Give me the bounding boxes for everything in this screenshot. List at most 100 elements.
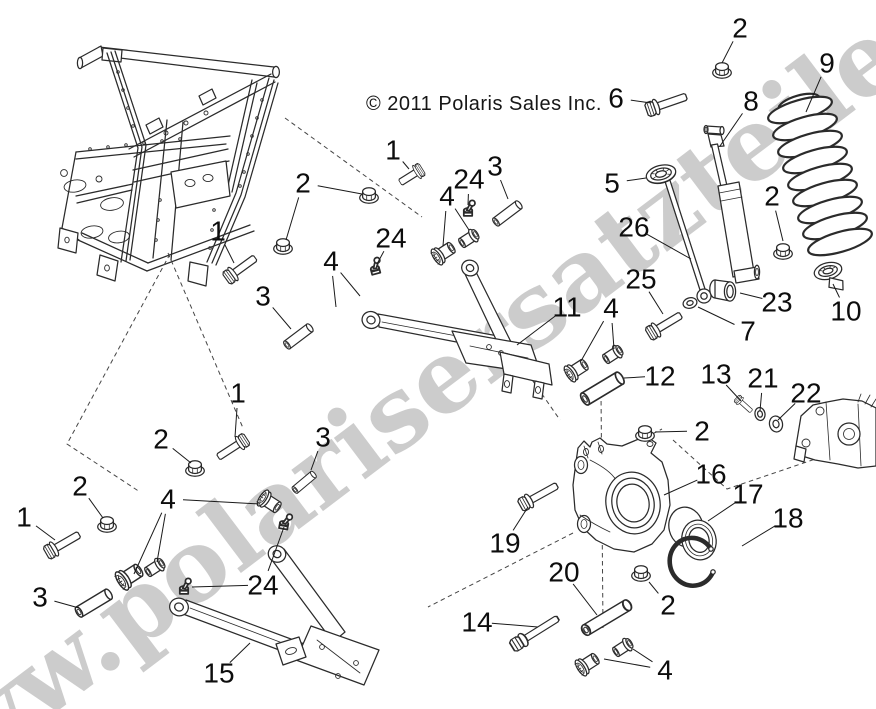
leader-line	[340, 272, 361, 297]
leader-line	[741, 525, 776, 547]
callout-24: 24	[453, 164, 484, 195]
spring-retainer-lower	[813, 261, 844, 291]
washer-22	[768, 415, 784, 433]
leader-line	[654, 430, 688, 433]
coil-spring	[767, 92, 873, 257]
washer-21	[754, 406, 766, 422]
callout-24: 24	[247, 570, 278, 601]
leader-line	[648, 581, 659, 594]
leader-line	[707, 501, 736, 522]
leader-line	[442, 210, 447, 247]
callout-7: 7	[740, 316, 756, 347]
callout-2: 2	[153, 424, 169, 455]
leader-line	[224, 244, 235, 264]
leader-line	[632, 648, 653, 663]
callout-2: 2	[72, 471, 88, 502]
bolt-19	[515, 478, 562, 514]
brake-caliper	[793, 393, 876, 469]
callout-4: 4	[657, 655, 673, 686]
bushing-4	[561, 355, 592, 385]
rivet-holes	[88, 70, 264, 250]
bolt-1	[220, 250, 261, 287]
leader-line	[516, 315, 556, 346]
leader-line	[775, 210, 784, 242]
callout-6: 6	[608, 83, 624, 114]
flange-nut-2	[631, 565, 651, 582]
callout-3: 3	[487, 151, 503, 182]
leader-line	[719, 113, 743, 147]
grease-fitting-24	[462, 199, 476, 217]
callout-5: 5	[604, 168, 620, 199]
flange-nut-2	[712, 62, 732, 79]
washer-7	[682, 297, 698, 309]
bolt-13	[732, 393, 755, 416]
leader-line	[285, 197, 300, 241]
callout-1: 1	[16, 502, 32, 533]
spring-retainer-upper	[645, 164, 677, 185]
shock-absorber	[703, 124, 761, 284]
callout-24: 24	[375, 223, 406, 254]
leader-line	[572, 583, 598, 616]
snap-ring	[667, 535, 716, 588]
callout-23: 23	[761, 287, 792, 318]
leader-line	[739, 292, 763, 299]
spacer-12	[578, 369, 627, 408]
leader-line	[630, 99, 652, 104]
leader-line	[172, 448, 192, 464]
callout-20: 20	[548, 557, 579, 588]
leader-line	[402, 161, 410, 170]
callout-2: 2	[694, 416, 710, 447]
wheel-bearing	[668, 506, 717, 561]
leader-line	[88, 497, 104, 519]
bearing-carrier	[572, 435, 671, 553]
callout-18: 18	[772, 503, 803, 534]
leader-line	[697, 306, 735, 325]
bolt-14	[507, 611, 563, 654]
bolt-1	[395, 161, 427, 190]
callout-26: 26	[618, 212, 649, 243]
flange-nut-2	[635, 425, 655, 442]
leader-line	[491, 622, 539, 628]
leader-line	[317, 185, 363, 195]
spacer-3	[281, 322, 315, 351]
spacer-3	[490, 199, 524, 228]
flange-nut-2	[273, 238, 293, 255]
leader-line	[725, 384, 742, 402]
spacer-20	[578, 597, 635, 638]
copyright-text: © 2011 Polaris Sales Inc.	[366, 93, 602, 115]
callout-1: 1	[210, 216, 226, 247]
callout-12: 12	[644, 361, 675, 392]
callout-22: 22	[790, 378, 821, 409]
leader-line	[133, 512, 163, 575]
leader-line	[156, 513, 166, 563]
callout-4: 4	[160, 484, 176, 515]
leader-line	[721, 41, 734, 64]
leader-line	[512, 506, 529, 531]
callout-15: 15	[203, 658, 234, 689]
callout-13: 13	[700, 359, 731, 390]
callout-14: 14	[461, 607, 492, 638]
bushing-4	[599, 342, 626, 367]
leader-line	[603, 658, 651, 668]
leader-line	[454, 208, 470, 231]
leader-line	[611, 322, 615, 350]
leader-line	[580, 320, 605, 362]
callout-21: 21	[747, 363, 778, 394]
callout-4: 4	[603, 293, 619, 324]
flange-nut-2	[97, 516, 117, 533]
leader-line	[376, 250, 385, 265]
lower-a-arm	[169, 545, 380, 686]
leader-line	[759, 392, 763, 412]
leader-line	[272, 307, 292, 330]
leader-line	[777, 403, 796, 421]
callout-2: 2	[732, 13, 748, 44]
callout-2: 2	[660, 590, 676, 621]
callout-4: 4	[323, 246, 339, 277]
bolt-25	[643, 307, 686, 343]
callout-3: 3	[315, 422, 331, 453]
leader-line	[648, 291, 664, 315]
bolt-1	[41, 526, 84, 562]
